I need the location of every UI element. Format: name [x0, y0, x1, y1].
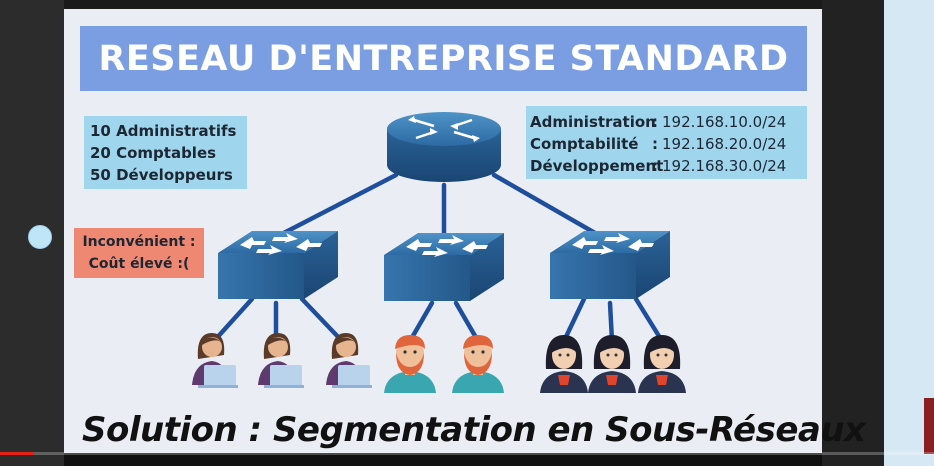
- router-icon: [387, 112, 501, 182]
- link-switch-user: [607, 300, 615, 344]
- subnet-name: Administration: [530, 113, 656, 131]
- drawback-text: Coût élevé :(: [88, 256, 190, 272]
- developer-user-icon: [638, 335, 686, 393]
- subnet-ip: 192.168.10.0/24: [662, 113, 787, 131]
- switch-icon: [550, 231, 670, 299]
- subnet-box: Administration : 192.168.10.0/24 Comptab…: [526, 106, 807, 179]
- link-router-switch-admin: [273, 172, 399, 240]
- switch-icon: [384, 233, 504, 301]
- accountant-user-icon: [452, 335, 504, 393]
- link-switch-user: [299, 296, 345, 344]
- subnet-row-admin: Administration : 192.168.10.0/24: [530, 111, 807, 133]
- link-router-switch-dev: [491, 172, 605, 240]
- team-count-box: 10 Administratifs 20 Comptables 50 Dével…: [84, 116, 247, 189]
- video-progress-track[interactable]: [0, 452, 934, 455]
- subnet-ip: 192.168.20.0/24: [662, 135, 787, 153]
- drawback-box: Inconvénient : Coût élevé :(: [74, 228, 204, 278]
- team-accounting: 20 Comptables: [90, 144, 217, 162]
- link-switch-user: [561, 296, 587, 344]
- accountant-user-icon: [384, 335, 436, 393]
- subnet-separator: :: [652, 135, 658, 153]
- subnet-name: Comptabilité: [530, 135, 639, 153]
- slide-caption: Solution : Segmentation en Sous-Réseaux: [82, 410, 866, 450]
- link-switch-user: [211, 296, 255, 344]
- slide-title: RESEAU D'ENTREPRISE STANDARD: [98, 38, 789, 79]
- developer-user-icon: [588, 335, 636, 393]
- developer-user-icon: [540, 335, 588, 393]
- top-strip: [64, 0, 822, 9]
- admin-user-icon: [192, 333, 238, 388]
- link-switch-user: [453, 300, 481, 344]
- right-panel: [822, 0, 884, 466]
- admin-user-icon: [258, 333, 304, 388]
- team-developers: 50 Développeurs: [90, 166, 233, 184]
- subnet-row-development: Développement : 192.168.30.0/24: [530, 155, 807, 177]
- admin-user-icon: [326, 333, 372, 388]
- drawback-title: Inconvénient :: [82, 234, 196, 250]
- subnet-ip: 192.168.30.0/24: [662, 157, 787, 175]
- subnet-separator: :: [652, 113, 658, 131]
- cursor-dot: [28, 225, 52, 249]
- network-diagram: [192, 112, 686, 393]
- slide-title-band: RESEAU D'ENTREPRISE STANDARD: [80, 26, 807, 91]
- video-progress-fill: [0, 452, 34, 455]
- subnet-row-accounting: Comptabilité : 192.168.20.0/24: [530, 133, 807, 155]
- right-marker: [924, 398, 934, 454]
- team-admin: 10 Administratifs: [90, 122, 237, 140]
- subnet-separator: :: [652, 157, 658, 175]
- right-side-strip: [884, 0, 934, 466]
- link-switch-user: [407, 300, 435, 344]
- link-switch-user: [633, 296, 665, 344]
- switch-icon: [218, 231, 338, 299]
- bottom-strip: [64, 453, 822, 466]
- subnet-name: Développement: [530, 157, 664, 175]
